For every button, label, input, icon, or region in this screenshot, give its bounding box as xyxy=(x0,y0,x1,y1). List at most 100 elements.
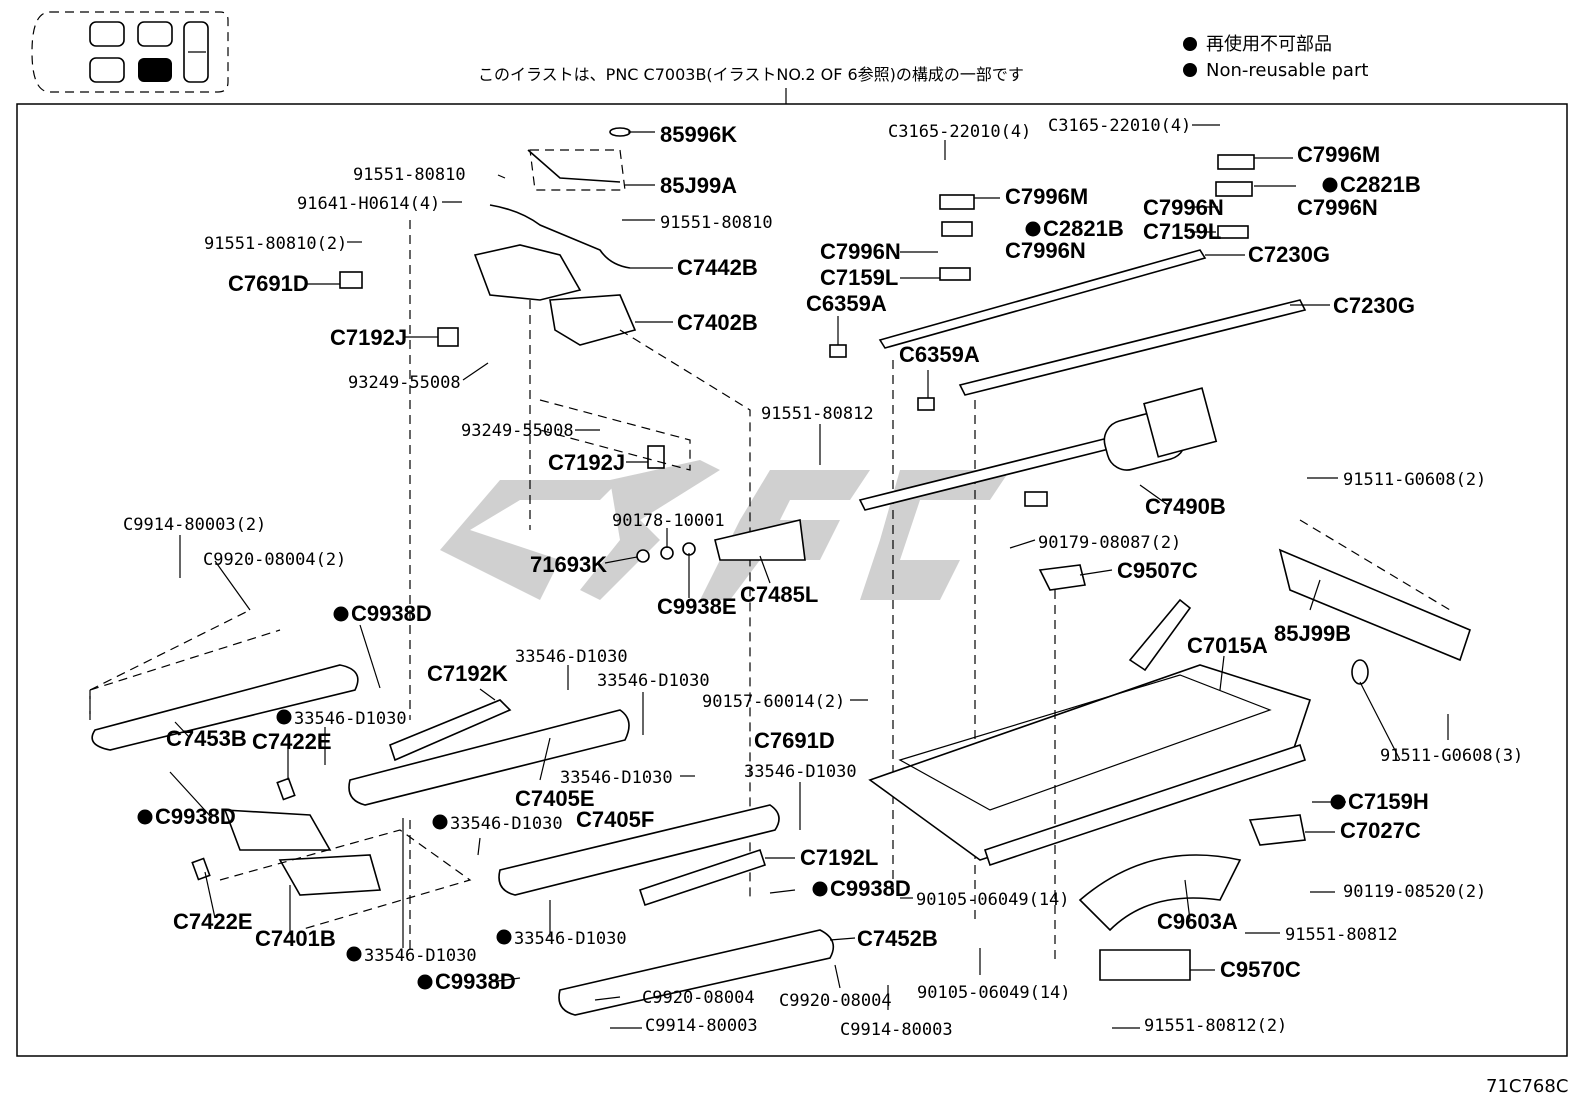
part-number-label: C7452B xyxy=(857,926,938,951)
watermark-logo xyxy=(440,460,1010,600)
part-number-label: C2821B xyxy=(1043,216,1124,241)
part-number-label: C6359A xyxy=(806,291,887,316)
part-number-label: 33546-D1030 xyxy=(515,647,628,667)
part-number-label: C9603A xyxy=(1157,909,1238,934)
part-number-label: C7996N xyxy=(1005,238,1086,263)
upper-mechanism xyxy=(339,127,751,900)
part-number-label: C7401B xyxy=(255,926,336,951)
upper-rails xyxy=(829,154,1307,920)
part-number-label: C2821B xyxy=(1340,172,1421,197)
part-number-label: C7159H xyxy=(1348,789,1429,814)
part-number-label: C7159L xyxy=(1143,219,1221,244)
part-number-label: C9920-08004 xyxy=(642,988,755,1008)
part-number-label: C7996N xyxy=(1143,195,1224,220)
part-number-label: C7192L xyxy=(800,845,878,870)
part-number-label: 90105-06049(14) xyxy=(916,890,1070,910)
part-number-label: 90178-10001 xyxy=(612,511,725,531)
non-reusable-dot-icon xyxy=(812,881,828,897)
legend-dot-icon xyxy=(1183,63,1197,77)
part-number-label: C7453B xyxy=(166,726,247,751)
part-number-label: C7996M xyxy=(1005,184,1088,209)
part-number-label: C9570C xyxy=(1220,957,1301,982)
part-number-label: C7192J xyxy=(330,325,407,350)
part-number-label: C7691D xyxy=(754,728,835,753)
part-number-label: C3165-22010(4) xyxy=(888,122,1031,142)
part-number-label: 85996K xyxy=(660,122,737,147)
part-number-label: C9914-80003(2) xyxy=(123,515,266,535)
part-number-label: 33546-D1030 xyxy=(450,814,563,834)
part-number-label: C7192J xyxy=(548,450,625,475)
part-number-label: C7230G xyxy=(1333,293,1415,318)
seat-motor xyxy=(858,387,1218,511)
part-number-label: C3165-22010(4) xyxy=(1048,116,1191,136)
part-number-label: C7192K xyxy=(427,661,508,686)
part-number-label: 90105-06049(14) xyxy=(917,983,1071,1003)
part-number-label: C7405F xyxy=(576,807,654,832)
non-reusable-dot-icon xyxy=(1322,177,1338,193)
non-reusable-dot-icon xyxy=(1330,794,1346,810)
part-number-label: 33546-D1030 xyxy=(744,762,857,782)
part-number-label: C7015A xyxy=(1187,633,1268,658)
non-reusable-dot-icon xyxy=(1025,221,1041,237)
part-number-label: 91641-H0614(4) xyxy=(297,194,440,214)
part-number-label: C7422E xyxy=(252,729,332,754)
non-reusable-dot-icon xyxy=(346,946,362,962)
seat-locator-icon xyxy=(31,11,229,93)
part-number-label: 91511-G0608(2) xyxy=(1343,470,1486,490)
diagram-caption: このイラストは、PNC C7003B(イラストNO.2 OF 6参照)の構成の一… xyxy=(478,65,1024,84)
bracket-c7485l xyxy=(714,519,806,561)
base-frame xyxy=(868,519,1471,981)
part-number-label: 90157-60014(2) xyxy=(702,692,845,712)
part-number-label: 91551-80812 xyxy=(761,404,874,424)
part-number-label: C7027C xyxy=(1340,818,1421,843)
leader-lines xyxy=(169,124,1449,1029)
part-number-label: C7996N xyxy=(1297,195,1378,220)
part-number-label: C9938D xyxy=(435,969,516,994)
part-number-label: 33546-D1030 xyxy=(560,768,673,788)
part-number-label: C9938D xyxy=(351,601,432,626)
part-number-label: 91551-80812(2) xyxy=(1144,1016,1287,1036)
part-number-label: C7405E xyxy=(515,786,595,811)
part-number-label: C7422E xyxy=(173,909,253,934)
part-number-label: C9938E xyxy=(657,594,737,619)
part-number-label: C7402B xyxy=(677,310,758,335)
legend-jp: 再使用不可部品 xyxy=(1206,34,1332,55)
part-number-label: 93249-55008 xyxy=(461,421,574,441)
diagram-code: 71C768C xyxy=(1486,1076,1568,1097)
part-number-label: 33546-D1030 xyxy=(597,671,710,691)
non-reusable-dot-icon xyxy=(432,814,448,830)
part-number-label: C9938D xyxy=(830,876,911,901)
legend: 再使用不可部品 Non-reusable part xyxy=(1183,34,1368,81)
non-reusable-dot-icon xyxy=(333,606,349,622)
legend-en: Non-reusable part xyxy=(1206,60,1368,81)
part-number-label: C9938D xyxy=(155,804,236,829)
link-assembly xyxy=(89,609,835,1016)
part-number-label: C9507C xyxy=(1117,558,1198,583)
part-number-label: 91551-80810 xyxy=(353,165,466,185)
part-number-label: C9920-08004(2) xyxy=(203,550,346,570)
part-number-label: C7159L xyxy=(820,265,898,290)
part-number-label: C7996N xyxy=(820,239,901,264)
part-number-label: 85J99A xyxy=(660,173,737,198)
part-number-label: 90179-08087(2) xyxy=(1038,533,1181,553)
part-number-label: C7691D xyxy=(228,271,309,296)
part-number-label: 33546-D1030 xyxy=(514,929,627,949)
legend-dot-icon xyxy=(1183,37,1197,51)
part-number-label: C7490B xyxy=(1145,494,1226,519)
diagram-frame xyxy=(16,103,1568,1057)
non-reusable-dot-icon xyxy=(137,809,153,825)
part-number-label: 91551-80810(2) xyxy=(204,234,347,254)
part-number-label: C7442B xyxy=(677,255,758,280)
part-number-label: C9914-80003 xyxy=(645,1016,758,1036)
part-number-label: C7230G xyxy=(1248,242,1330,267)
part-number-label: 90119-08520(2) xyxy=(1343,882,1486,902)
part-labels: 85996K 85J99A 91551-80810 91641-H0614(4) 915… xyxy=(123,116,1523,1040)
non-reusable-dot-icon xyxy=(496,929,512,945)
part-number-label: C9914-80003 xyxy=(840,1020,953,1040)
part-number-label: 71693K xyxy=(530,552,607,577)
part-number-label: 91551-80810 xyxy=(660,213,773,233)
part-number-label: 91511-G0608(3) xyxy=(1380,746,1523,766)
part-number-label: C9920-08004 xyxy=(779,991,892,1011)
non-reusable-dot-icon xyxy=(276,709,292,725)
